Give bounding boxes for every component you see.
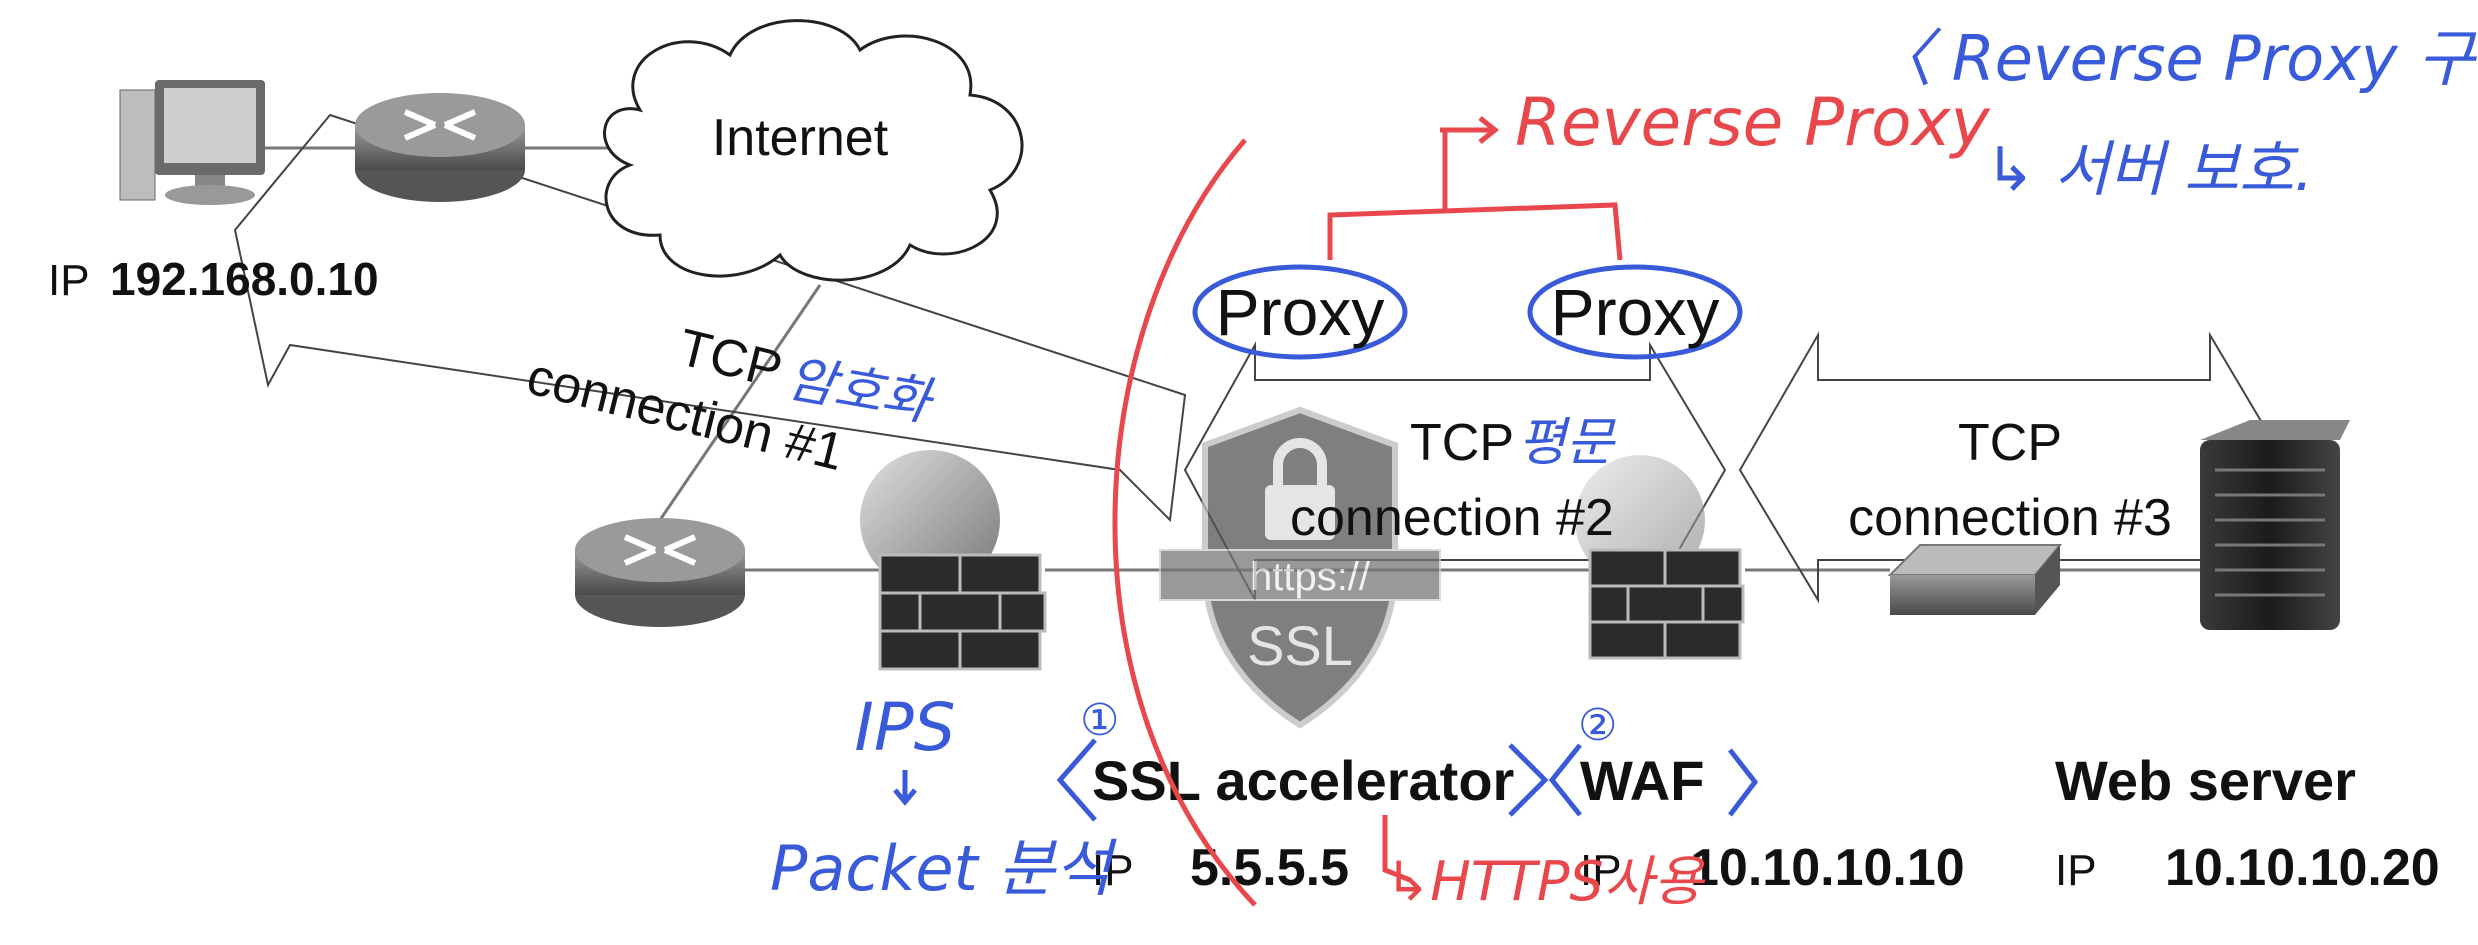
waf-ip: 10.10.10.10: [1690, 839, 1965, 897]
proxy-right-oval: [1527, 264, 1743, 360]
waf-bracket-left: [1548, 743, 1582, 817]
ips-note: IPS: [854, 689, 955, 766]
https-note: ↳HTTPS사용: [1385, 850, 1706, 913]
ssl-banner-text: https://: [1250, 555, 1371, 599]
waf-ip-prefix: IP: [1580, 846, 1622, 895]
num1-note: ①: [1080, 695, 1119, 746]
client-ip-prefix: IP: [48, 256, 90, 305]
ips-detail-note: Packet 분석: [770, 832, 1118, 905]
ips-firewall-icon: [860, 450, 1047, 671]
client-ip: 192.168.0.10: [110, 253, 379, 305]
router-icon-bottom: [575, 518, 745, 627]
tcp2-line1: TCP: [1410, 414, 1514, 472]
proxy-left-label: Proxy: [1216, 275, 1385, 349]
internet-cloud-icon: [603, 19, 1024, 282]
ips-arrow: [893, 770, 917, 806]
red-annotations: [1112, 116, 1623, 907]
proxy-ovals: [893, 264, 1759, 822]
tcp-arrow-1: [233, 113, 1187, 523]
waf-name: WAF: [1580, 749, 1704, 812]
tcp2-line2: connection #2: [1290, 489, 1614, 547]
boundary-arc: [1112, 138, 1257, 907]
proxy-left-oval: [1192, 264, 1408, 360]
num2-note: ②: [1578, 700, 1617, 751]
ssl-bracket-left: [1056, 738, 1097, 822]
waf-bracket-right: [1728, 748, 1759, 817]
title-note: 〈 Reverse Proxy 구조 〉: [1870, 22, 2478, 95]
cloud-label: Internet: [712, 109, 889, 167]
ssl-name: SSL accelerator: [1092, 749, 1514, 812]
web-ip: 10.10.10.20: [2165, 839, 2440, 897]
ssl-shield-icon: https:// SSL: [1159, 406, 1441, 729]
plaintext-note: 평문: [1518, 413, 1616, 473]
https-hook: [1382, 815, 1411, 883]
switch-icon: [1887, 544, 2063, 615]
proxy-right-label: Proxy: [1551, 275, 1720, 349]
subtitle-note: ↳ 서버 보호.: [1985, 135, 2313, 205]
tcp3-line1: TCP: [1958, 414, 2062, 472]
ssl-bracket-right: [1508, 743, 1549, 817]
ssl-shield-text: SSL: [1247, 614, 1353, 677]
reverse-proxy-note: Reverse Proxy: [1515, 84, 1991, 161]
proxy-bracket: [1327, 116, 1623, 261]
router-icon-top: [355, 93, 525, 202]
ssl-ip: 5.5.5.5: [1190, 839, 1349, 897]
web-server-icon: [2200, 420, 2350, 630]
web-name: Web server: [2055, 749, 2356, 812]
ssl-ip-prefix: IP: [1092, 846, 1134, 895]
tcp3-line2: connection #3: [1848, 489, 2172, 547]
computer-icon: [119, 80, 265, 205]
web-ip-prefix: IP: [2055, 846, 2097, 895]
waf-firewall-icon: [1575, 455, 1745, 660]
